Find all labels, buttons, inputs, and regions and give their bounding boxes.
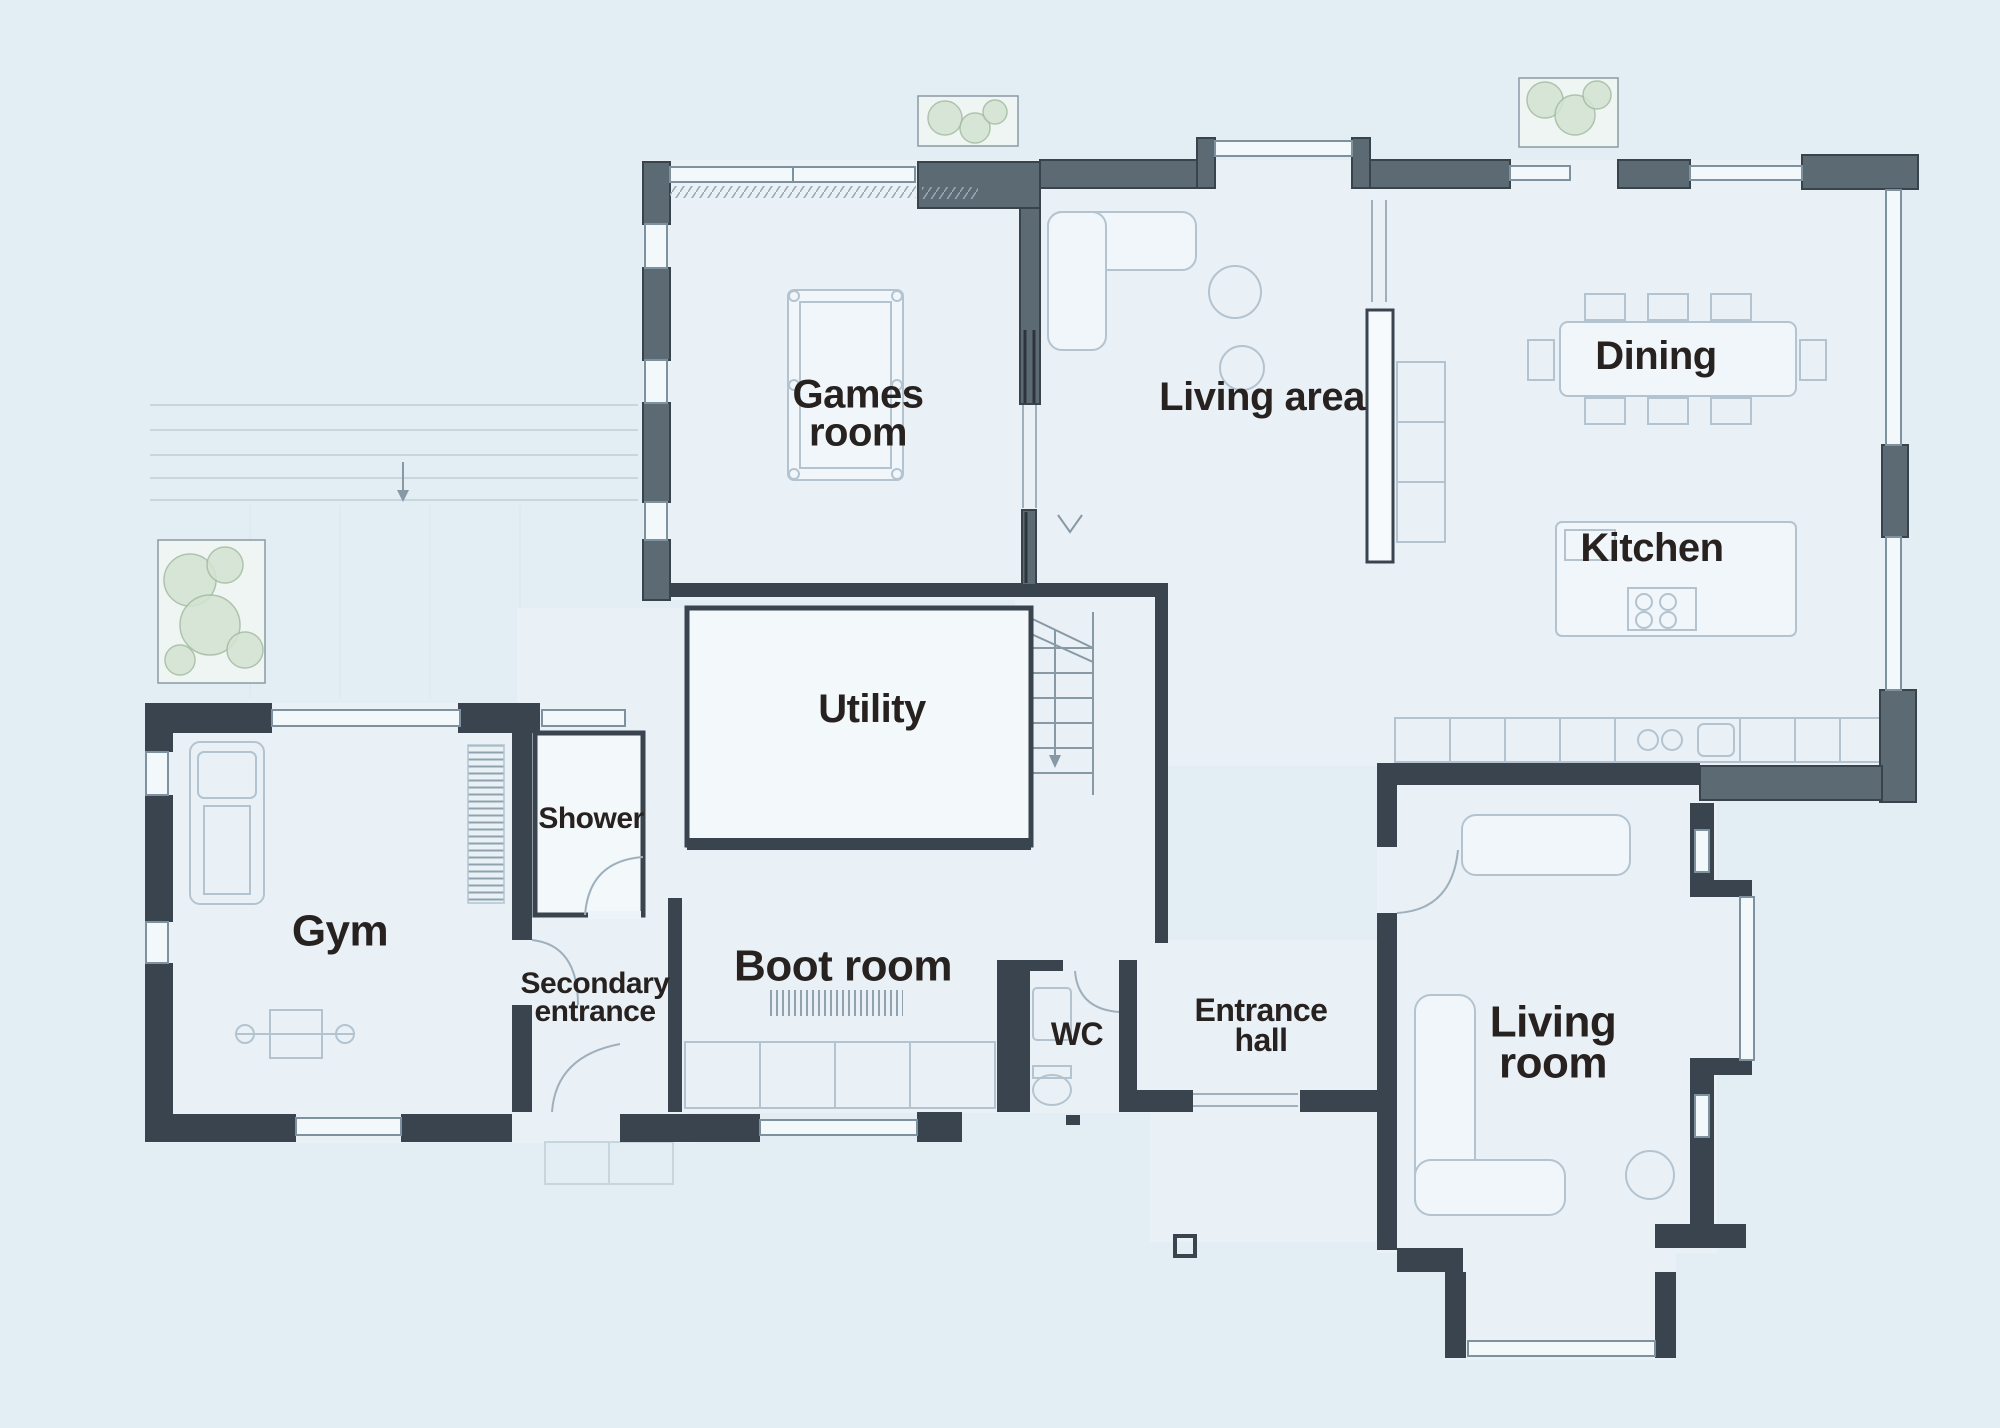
room-floor-stairwell — [1015, 583, 1155, 795]
room-label-kitchen: Kitchen — [1580, 526, 1724, 571]
room-label-dining: Dining — [1595, 334, 1717, 379]
dumbbell-rack — [467, 744, 505, 904]
gym-door-swing — [531, 939, 579, 1006]
planting-bed-top-middle — [917, 95, 1019, 147]
shower-room-outline — [532, 730, 646, 918]
treadmill — [189, 741, 265, 905]
room-floor-porch — [1150, 1112, 1380, 1242]
partition-wall — [1365, 308, 1395, 564]
pool-table — [787, 289, 904, 481]
fireplace-wall — [917, 161, 1041, 209]
fireplace-hatch — [922, 187, 978, 199]
kitchen-island — [1555, 521, 1797, 637]
walls-thick-layer — [642, 137, 1919, 803]
walls-thin-layer — [145, 308, 1752, 1358]
planting-bed-top-right — [1518, 77, 1619, 148]
room-label-boot-room: Boot room — [734, 941, 952, 991]
kitchen-tall-units — [1396, 361, 1446, 543]
window-sill-hatch — [670, 186, 916, 198]
porch-post — [1173, 1234, 1197, 1258]
secondary-entrance-door-swing — [551, 1043, 621, 1113]
terrace-arrow-icon — [397, 490, 409, 502]
boot-room-mat — [770, 990, 903, 1016]
living-area-sofa — [1047, 211, 1265, 391]
boot-room-bench — [684, 1041, 996, 1109]
wc-door-swing — [1074, 970, 1120, 1013]
doors-layer — [531, 200, 1459, 1113]
planting-bed-left — [157, 539, 266, 684]
utility-room-outline — [684, 605, 1034, 848]
wc-fittings — [1032, 987, 1072, 1106]
room-label-living-area: Living area — [1159, 375, 1365, 420]
room-label-shower: Shower — [538, 801, 644, 835]
dining-table — [1527, 293, 1827, 425]
living-room-door-swing — [1396, 849, 1459, 914]
living-room-sofas — [1414, 814, 1675, 1216]
room-label-utility: Utility — [818, 687, 926, 732]
windows-layer — [145, 140, 1902, 1357]
room-label-gym: Gym — [291, 906, 389, 956]
secondary-porch-steps — [544, 1141, 674, 1185]
bench-press — [235, 1009, 355, 1059]
front-door-marker — [1066, 1115, 1080, 1125]
shower-door-swing — [584, 856, 644, 916]
room-label-wc: WC — [1050, 1015, 1104, 1052]
section-marker-icon — [1057, 514, 1083, 534]
